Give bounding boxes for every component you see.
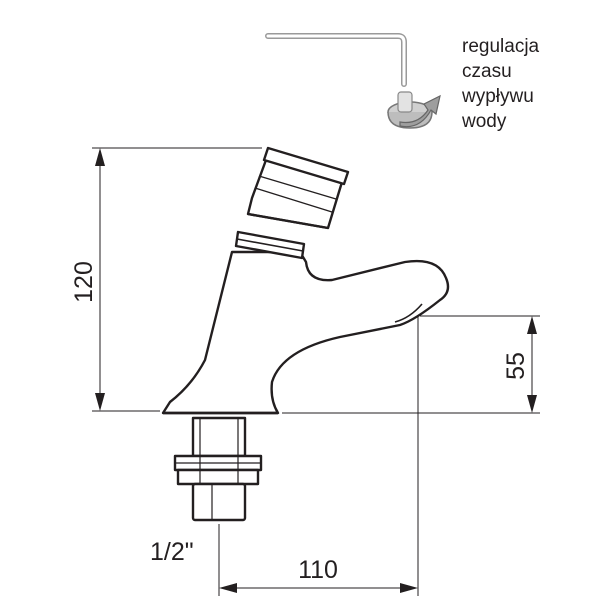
note-line-3: wypływu [461, 86, 534, 107]
note-line-1: regulacja [462, 36, 540, 57]
dimension-height-total: 120 [70, 147, 262, 412]
threaded-shank [173, 416, 263, 522]
label-110: 110 [298, 556, 338, 584]
hex-key-icon [265, 33, 407, 87]
label-thread: 1/2" [150, 538, 194, 566]
dimension-height-outlet: 55 [282, 315, 540, 414]
time-regulation-note: regulacja czasu wypływu wody [461, 36, 540, 132]
note-line-2: czasu [462, 61, 512, 82]
label-55: 55 [502, 352, 530, 380]
faucet-body [161, 146, 450, 415]
rotate-arrow-icon [387, 91, 441, 129]
label-120: 120 [70, 261, 98, 303]
note-line-4: wody [461, 111, 507, 132]
dimension-reach: 110 [218, 316, 419, 596]
